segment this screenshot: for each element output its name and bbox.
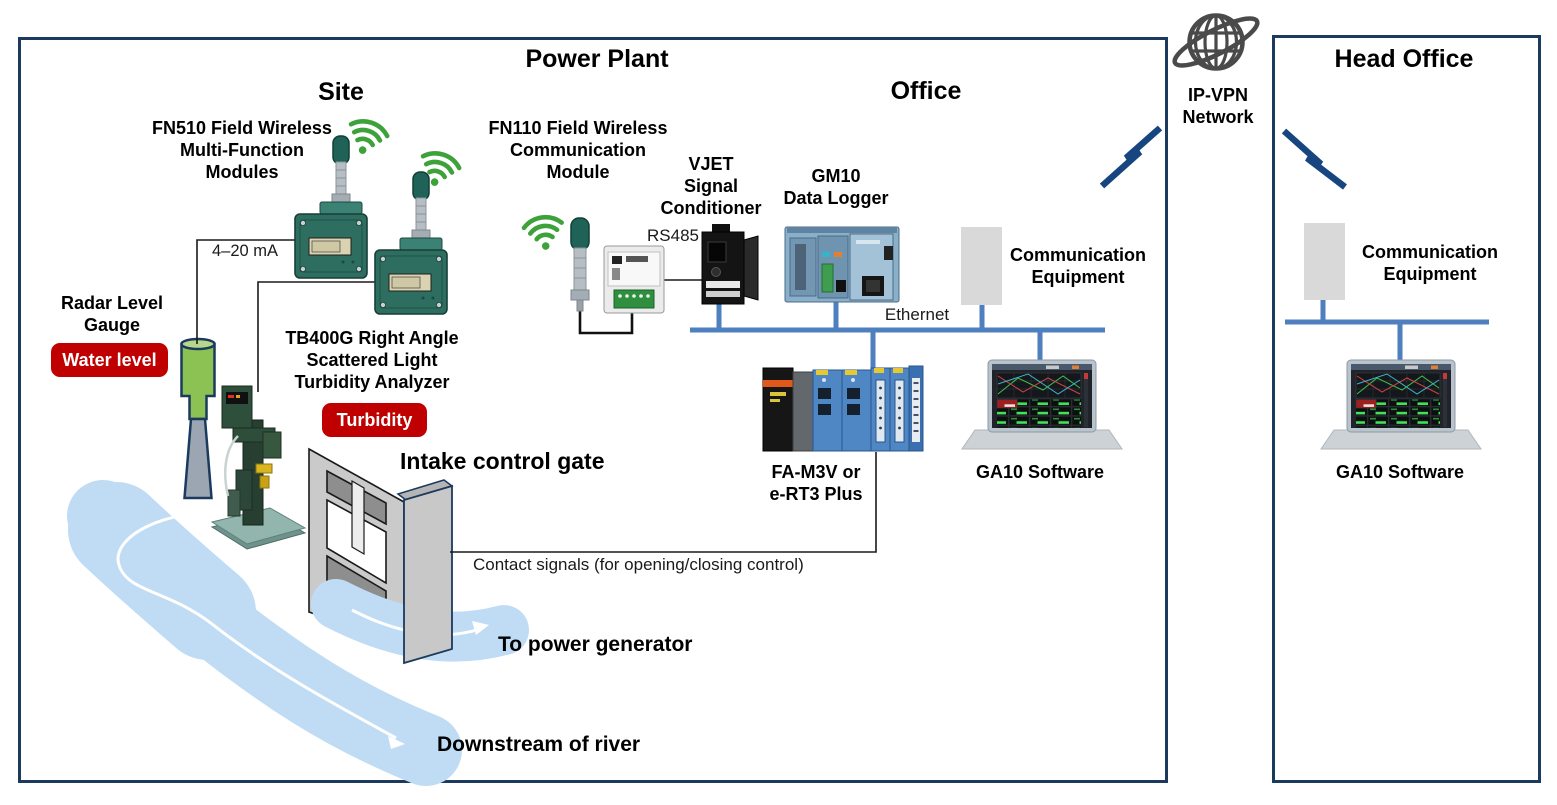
power-plant-box [18,37,1168,783]
head-office-box [1272,35,1541,783]
fn510-label: FN510 Field Wireless Multi-Function Modu… [152,118,332,182]
office-ga10-label: GA10 Software [975,462,1105,482]
wireless-link-bolt-icon [1281,128,1347,190]
head-office-title: Head Office [1334,45,1474,73]
office-comm-equipment-box [961,227,1002,305]
ipvpn-label: IP-VPN Network [1182,85,1254,127]
wireless-link-bolt-icon [1099,125,1163,189]
site-title: Site [318,78,364,106]
fn110-label: FN110 Field Wireless Communication Modul… [488,118,668,182]
fn110-antenna-cable [578,310,634,335]
vjet-device [701,224,759,305]
office-ga10-laptop [961,359,1123,450]
wifi-icon [523,215,565,253]
fam3v-label: FA-M3V or e-RT3 Plus [769,462,863,504]
4-20ma-label: 4–20 mA [212,242,279,260]
turbidity-analyzer-device [210,385,307,550]
globe-network-icon [1172,13,1260,71]
intake-gate-pillar [396,479,454,665]
office-title: Office [890,77,962,105]
to-power-generator-label: To power generator [498,633,693,656]
fn110-antenna [570,217,590,312]
tb400g-label: TB400G Right Angle Scattered Light Turbi… [285,328,459,392]
radar-gauge-label: Radar Level Gauge [60,293,164,335]
gm10-device [784,226,900,303]
downstream-label: Downstream of river [437,733,641,756]
turbidity-badge: Turbidity [322,403,427,437]
water-level-badge: Water level [51,343,168,377]
rs485-label: RS485 [647,226,699,245]
analyzer-to-fn510-line [257,281,375,392]
intake-gate-label: Intake control gate [400,448,605,474]
office-comm-equipment-label: Communication Equipment [1009,245,1146,287]
ho-ga10-laptop [1320,359,1482,450]
power-plant-title: Power Plant [525,45,669,73]
contact-signals-label: Contact signals (for opening/closing con… [473,555,804,574]
ho-comm-equipment-label: Communication Equipment [1361,242,1498,284]
fn510-module-2 [374,171,448,315]
ethernet-label: Ethernet [884,305,950,324]
gauge-to-fn510-line [196,239,295,344]
ho-ga10-label: GA10 Software [1335,462,1465,482]
fn110-module [603,245,665,314]
vjet-label: VJET Signal Conditioner [660,154,762,218]
wifi-icon [343,117,389,160]
gm10-label: GM10 Data Logger [783,166,889,208]
ho-comm-equipment-box [1304,223,1345,300]
contact-signal-line [450,452,877,553]
radar-level-gauge [180,337,216,500]
fam3v-device [762,365,924,452]
